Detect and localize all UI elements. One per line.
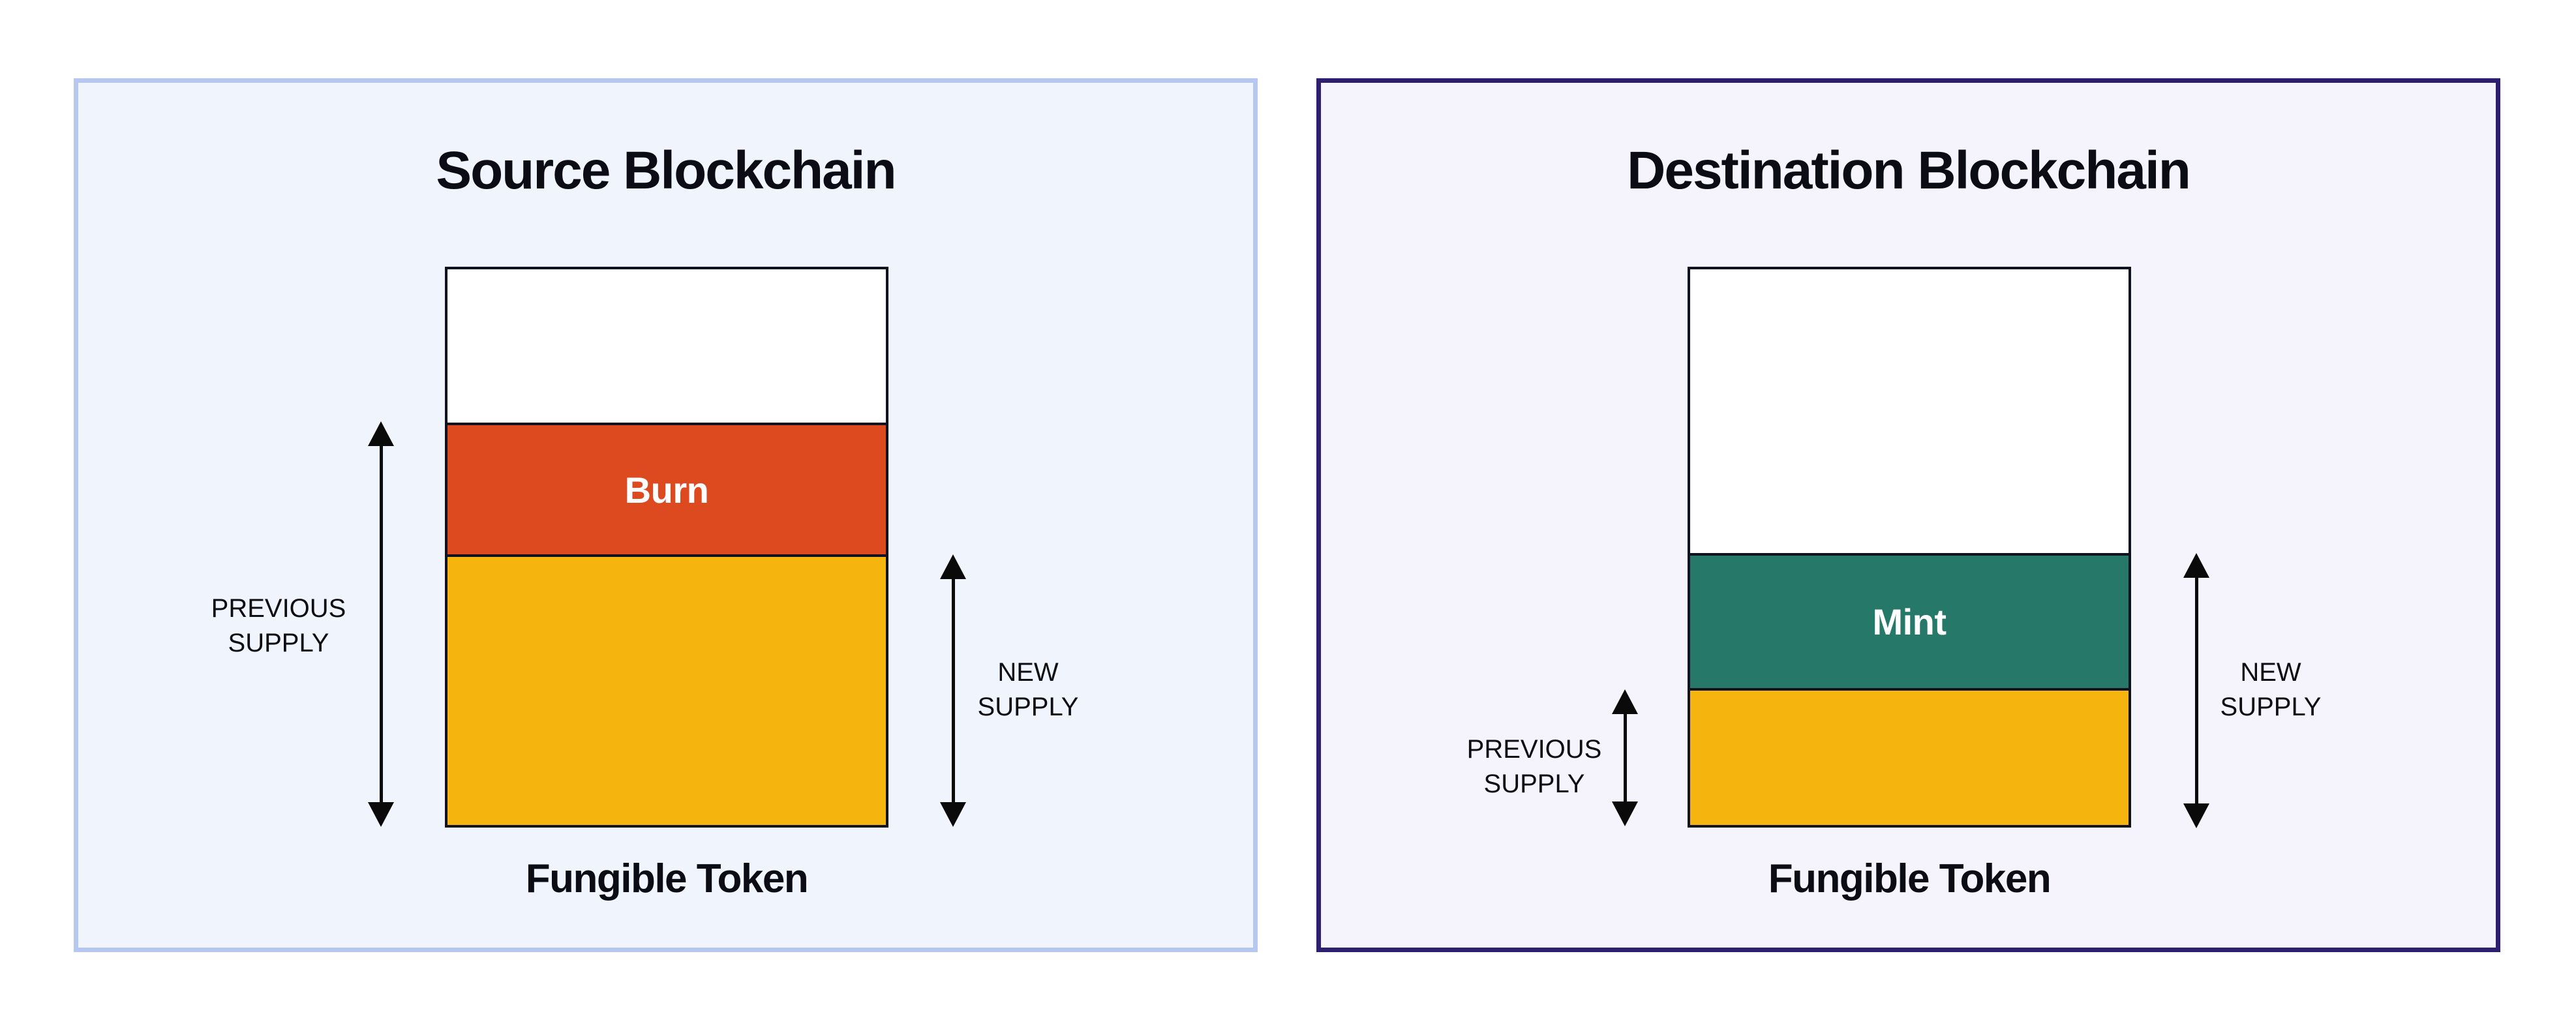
arrow-down-icon [940, 802, 966, 827]
source-headroom-segment [447, 269, 886, 423]
arrow-shaft [951, 579, 955, 802]
mint-segment-label: Mint [1872, 601, 1947, 642]
arrow-up-icon [368, 421, 394, 446]
destination-token-supply-bar: Mint [1688, 267, 2131, 828]
arrow-shaft [2194, 578, 2198, 803]
destination-headroom-segment [1690, 269, 2129, 553]
arrow-shaft [1623, 714, 1627, 801]
source-panel-title: Source Blockchain [436, 141, 896, 200]
destination-previous-supply-segment [1690, 687, 2129, 825]
arrow-up-icon [940, 554, 966, 579]
destination-token-caption: Fungible Token [1768, 856, 2052, 901]
destination-new-supply-arrow [2183, 553, 2209, 828]
burn-segment-label: Burn [624, 469, 709, 511]
arrow-up-icon [1612, 689, 1638, 714]
arrow-down-icon [368, 802, 394, 827]
arrow-up-icon [2183, 553, 2209, 578]
mint-segment: Mint [1690, 552, 2129, 688]
source-new-supply-label: NEW SUPPLY [977, 658, 1079, 721]
destination-panel-title: Destination Blockchain [1627, 141, 2191, 200]
source-token-supply-bar: Burn [445, 267, 888, 828]
source-previous-supply-arrow [368, 421, 394, 827]
destination-new-supply-label: NEW SUPPLY [2220, 658, 2322, 721]
arrow-down-icon [1612, 801, 1638, 826]
destination-previous-supply-arrow [1612, 689, 1638, 826]
destination-blockchain-panel: Destination Blockchain Mint PREVIOUS SUP… [1316, 78, 2500, 952]
source-new-supply-arrow [940, 554, 966, 827]
source-token-caption: Fungible Token [525, 856, 809, 901]
source-remaining-supply-segment [447, 554, 886, 825]
destination-previous-supply-label: PREVIOUS SUPPLY [1466, 735, 1602, 798]
burn-segment: Burn [447, 423, 886, 555]
source-blockchain-panel: Source Blockchain Burn PREVIOUS SUPPLY N… [74, 78, 1258, 952]
source-previous-supply-label: PREVIOUS SUPPLY [211, 594, 346, 657]
arrow-down-icon [2183, 803, 2209, 828]
arrow-shaft [379, 446, 383, 802]
